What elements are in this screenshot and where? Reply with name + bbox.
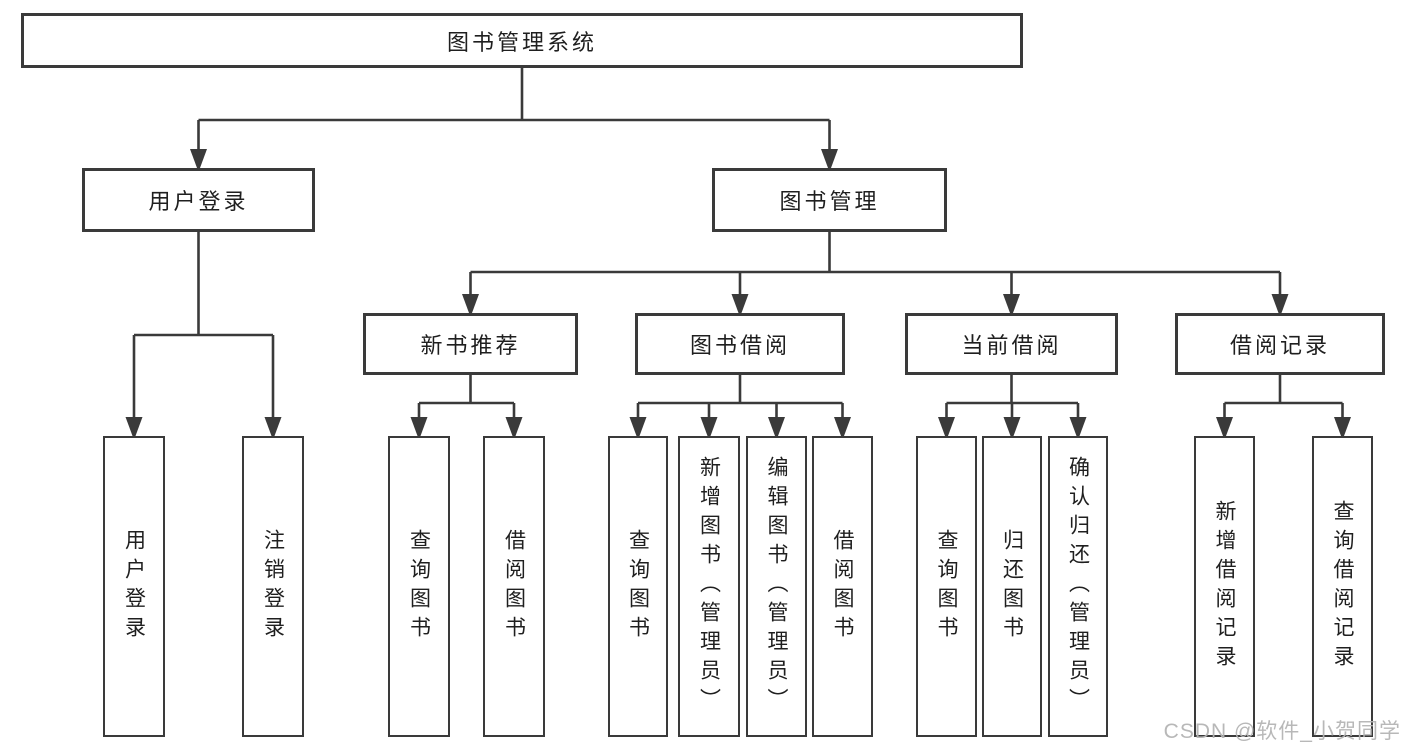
node-new-books: 新书推荐 bbox=[363, 313, 578, 375]
node-label: 归还图书 bbox=[1000, 528, 1024, 645]
node-label: 当前借阅 bbox=[961, 333, 1062, 358]
arrowhead-icon bbox=[834, 417, 851, 440]
arrowhead-icon bbox=[125, 417, 143, 440]
node-label: 查询借阅记录 bbox=[1331, 499, 1354, 674]
node-leaf-bb-borrow: 借阅图书 bbox=[812, 436, 873, 737]
arrowhead-icon bbox=[410, 417, 428, 440]
node-label: 图书借阅 bbox=[689, 333, 790, 358]
node-current-borrow: 当前借阅 bbox=[905, 313, 1118, 375]
arrowhead-icon bbox=[629, 417, 647, 440]
node-label: 图书管理系统 bbox=[446, 29, 597, 55]
arrowhead-icon bbox=[1216, 417, 1233, 440]
arrowhead-icon bbox=[264, 417, 282, 440]
node-label: 查询图书 bbox=[626, 528, 650, 645]
node-leaf-cb-confirm: 确认归还（管理员） bbox=[1048, 436, 1108, 737]
node-label: 编辑图书（管理员） bbox=[765, 456, 788, 717]
node-leaf-nb-borrow: 借阅图书 bbox=[483, 436, 545, 737]
node-label: 新书推荐 bbox=[420, 333, 521, 358]
node-label: 查询图书 bbox=[935, 528, 958, 645]
arrowhead-icon bbox=[505, 417, 523, 440]
node-borrow-records: 借阅记录 bbox=[1175, 313, 1385, 375]
arrowhead-icon bbox=[1271, 294, 1289, 317]
node-label: 用户登录 bbox=[122, 528, 146, 645]
arrowhead-icon bbox=[731, 294, 749, 317]
node-leaf-bb-query: 查询图书 bbox=[608, 436, 668, 737]
arrowhead-icon bbox=[462, 294, 479, 317]
node-label: 借阅图书 bbox=[502, 528, 526, 645]
arrowhead-icon bbox=[700, 417, 718, 440]
node-label: 确认归还（管理员） bbox=[1066, 456, 1090, 717]
node-leaf-nb-query: 查询图书 bbox=[388, 436, 450, 737]
node-leaf-cb-return: 归还图书 bbox=[982, 436, 1042, 737]
node-leaf-login: 用户登录 bbox=[103, 436, 165, 737]
node-label: 用户登录 bbox=[148, 189, 249, 214]
arrowhead-icon bbox=[1069, 417, 1087, 440]
node-leaf-bb-add: 新增图书（管理员） bbox=[678, 436, 740, 737]
node-label: 借阅图书 bbox=[831, 528, 854, 645]
node-label: 新增借阅记录 bbox=[1213, 499, 1236, 674]
arrowhead-icon bbox=[1334, 417, 1351, 440]
arrowhead-icon bbox=[1003, 417, 1021, 440]
arrowhead-icon bbox=[190, 149, 207, 172]
node-leaf-br-add: 新增借阅记录 bbox=[1194, 436, 1255, 737]
node-label: 新增图书（管理员） bbox=[697, 456, 721, 717]
arrowhead-icon bbox=[821, 149, 838, 172]
node-book-borrow: 图书借阅 bbox=[635, 313, 845, 375]
node-label: 借阅记录 bbox=[1229, 333, 1330, 358]
node-leaf-bb-edit: 编辑图书（管理员） bbox=[746, 436, 807, 737]
node-leaf-cb-query: 查询图书 bbox=[916, 436, 977, 737]
arrowhead-icon bbox=[768, 417, 785, 440]
node-label: 注销登录 bbox=[261, 528, 285, 645]
arrowhead-icon bbox=[1003, 294, 1020, 317]
watermark-text: CSDN @软件_小贺同学 bbox=[1163, 720, 1401, 743]
node-leaf-br-query: 查询借阅记录 bbox=[1312, 436, 1373, 737]
node-root: 图书管理系统 bbox=[21, 13, 1023, 68]
node-book-mgmt: 图书管理 bbox=[712, 168, 947, 232]
node-user-login: 用户登录 bbox=[82, 168, 315, 232]
arrowhead-icon bbox=[938, 417, 955, 440]
node-label: 查询图书 bbox=[407, 528, 431, 645]
node-label: 图书管理 bbox=[779, 189, 880, 214]
node-leaf-logout: 注销登录 bbox=[242, 436, 304, 737]
